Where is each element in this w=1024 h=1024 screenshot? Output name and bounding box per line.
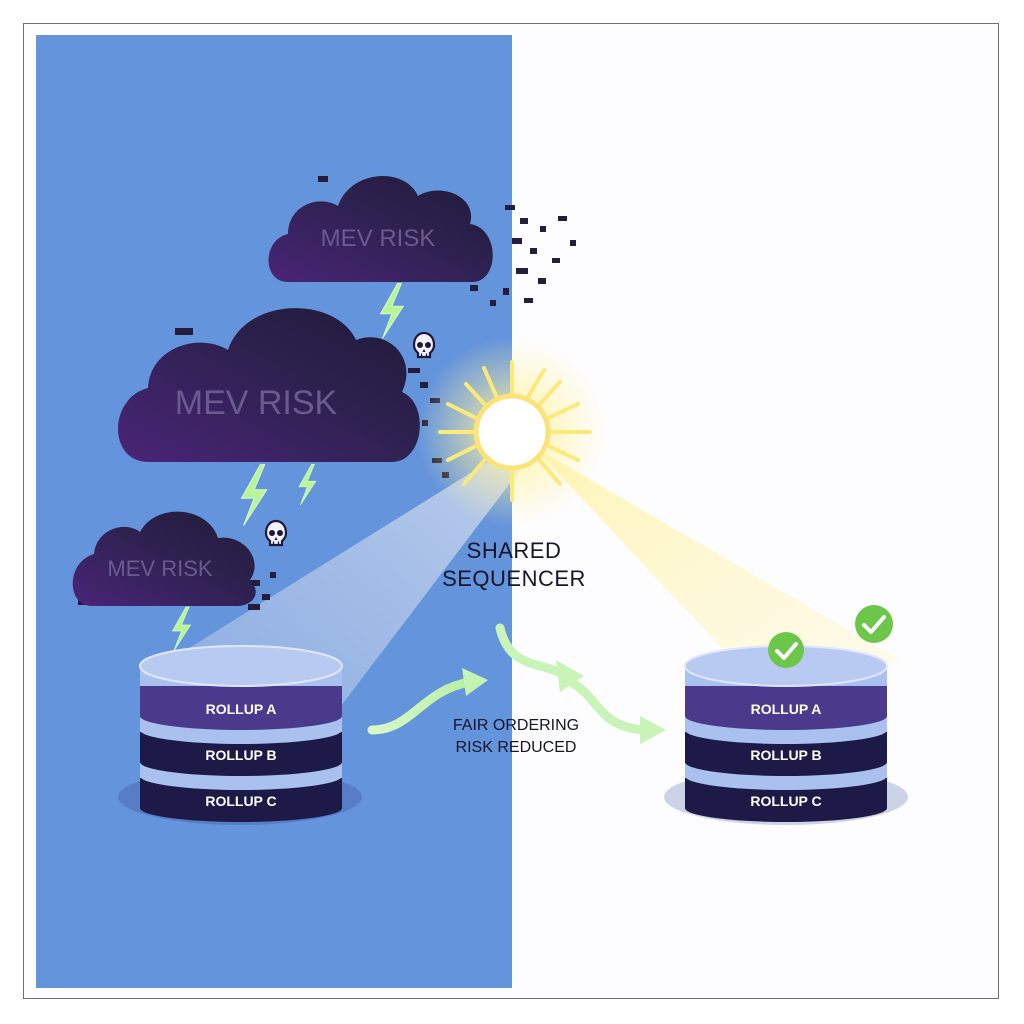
sequencer-label-line2: SEQUENCER bbox=[442, 566, 586, 591]
right-light-beam bbox=[522, 440, 900, 700]
right-layer-label-b: ROLLUP B bbox=[750, 747, 821, 763]
transition-label-line2: RISK REDUCED bbox=[456, 739, 577, 756]
cloud-label-top: MEV RISK bbox=[321, 225, 436, 252]
mev-risk-cloud-bottom: MEV RISK bbox=[72, 511, 256, 606]
left-layer-label-b: ROLLUP B bbox=[205, 747, 276, 763]
left-layer-label-c: ROLLUP C bbox=[205, 793, 276, 809]
check-icon bbox=[768, 632, 804, 668]
left-rollup-stack: ROLLUP A ROLLUP B ROLLUP C bbox=[118, 645, 362, 825]
check-icon bbox=[855, 605, 893, 643]
right-layer-label-c: ROLLUP C bbox=[750, 793, 821, 809]
right-layer-label-a: ROLLUP A bbox=[751, 701, 822, 717]
right-rollup-stack: ROLLUP A ROLLUP B ROLLUP C bbox=[664, 645, 908, 825]
mev-risk-cloud-middle: MEV RISK bbox=[118, 308, 420, 462]
sequencer-label-line1: SHARED bbox=[467, 538, 562, 563]
sun-icon bbox=[417, 337, 607, 527]
skull-icon bbox=[264, 519, 288, 547]
cloud-label-bottom: MEV RISK bbox=[107, 556, 212, 581]
cloud-label-middle: MEV RISK bbox=[175, 384, 338, 422]
skull-icon bbox=[412, 331, 436, 359]
curved-arrow-icon bbox=[367, 668, 488, 735]
mev-risk-cloud-top: MEV RISK bbox=[268, 175, 493, 282]
left-layer-label-a: ROLLUP A bbox=[206, 701, 277, 717]
curved-arrow-icon bbox=[495, 623, 666, 744]
transition-label-line1: FAIR ORDERING bbox=[453, 717, 579, 734]
